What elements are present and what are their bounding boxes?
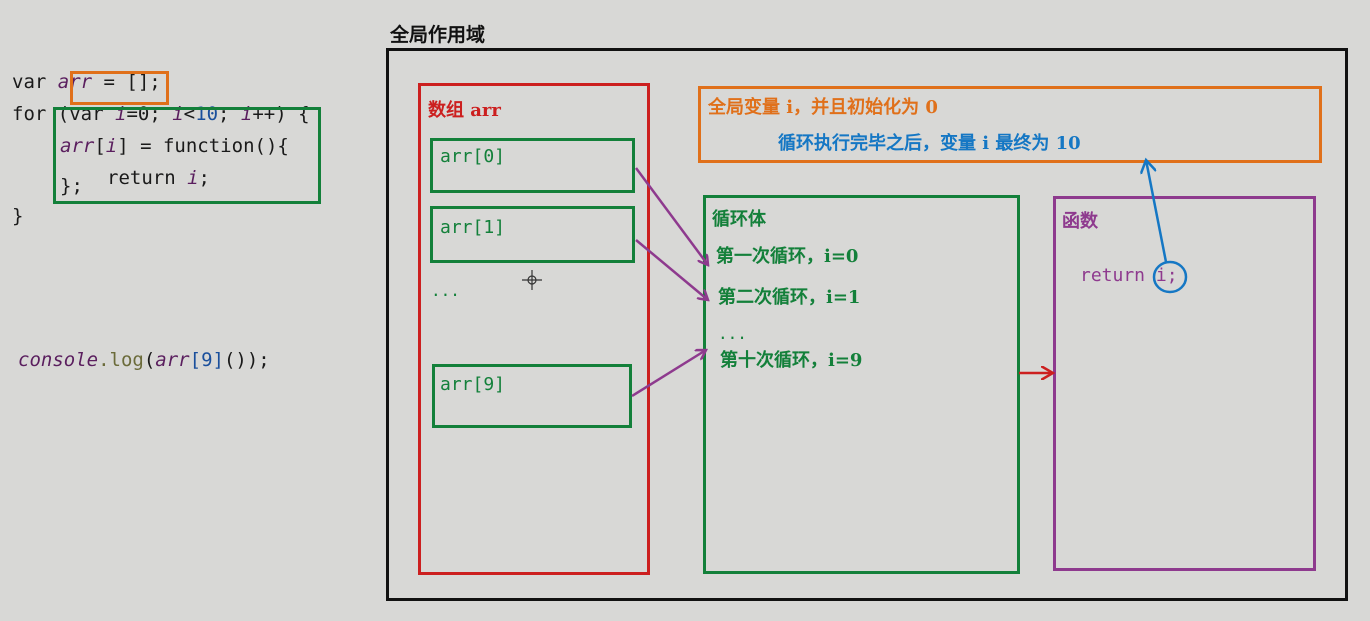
code-line-4: return i; — [107, 142, 210, 190]
keyword-for: for — [12, 103, 58, 125]
loop-item-0: 第一次循环，i=0 — [716, 246, 859, 267]
function-box — [1053, 196, 1316, 571]
code-text: ; — [198, 167, 210, 189]
arrow-arr0-to-loop — [634, 167, 708, 265]
keyword-return: return — [107, 167, 188, 189]
loop-title: 循环体 — [712, 209, 766, 230]
scope-title: 全局作用域 — [390, 24, 486, 46]
identifier-console: console — [18, 349, 99, 371]
array-item-9-label: arr[9] — [440, 374, 506, 395]
identifier-arr: arr — [155, 349, 190, 371]
array-item-1-label: arr[1] — [440, 217, 506, 238]
global-scope-box — [386, 48, 1348, 601]
identifier-i: i — [105, 135, 118, 157]
array-item-9 — [432, 364, 632, 428]
loop-item-9: 第十次循环，i=9 — [720, 350, 863, 371]
identifier-i: i — [114, 103, 127, 125]
cursor-crosshair-icon — [522, 270, 542, 290]
loop-ellipsis: ... — [718, 324, 747, 343]
code-text: ()); — [223, 349, 270, 371]
arrow-i-to-global — [1146, 160, 1168, 263]
code-line-6: } — [12, 205, 24, 227]
identifier-arr: arr — [60, 135, 95, 157]
array-title: 数组 arr — [428, 100, 501, 121]
keyword-var: var — [12, 71, 58, 93]
code-line-5: }; — [60, 175, 83, 197]
arrow-arr9-to-loop — [631, 350, 706, 398]
global-variable-line-1: 全局变量 i，并且初始化为 0 — [708, 97, 938, 118]
function-return-text: return i; — [1080, 265, 1178, 286]
array-item-0-label: arr[0] — [440, 146, 506, 167]
identifier-arr: arr — [57, 71, 93, 93]
code-text: ( — [57, 103, 70, 125]
identifier-i: i — [187, 167, 199, 189]
code-text: ] = function(){ — [117, 135, 289, 157]
code-line-3: arr[i] = function(){ — [60, 110, 289, 158]
array-item-1 — [430, 206, 635, 263]
return-i-circle — [1152, 260, 1188, 294]
method-log: .log — [98, 349, 144, 371]
global-variable-box — [698, 86, 1322, 163]
loop-item-1: 第二次循环，i=1 — [718, 287, 861, 308]
loop-body-box — [703, 195, 1020, 574]
array-box — [418, 83, 650, 575]
code-text: = []; — [92, 71, 161, 93]
array-item-0 — [430, 138, 635, 193]
function-title: 函数 — [1062, 211, 1098, 232]
code-text: [ — [94, 135, 106, 157]
code-text: ; — [149, 103, 173, 125]
var-i-highlight-box — [70, 71, 169, 105]
function-highlight-box — [53, 107, 321, 204]
code-text: ( — [143, 349, 156, 371]
identifier-i: i — [240, 103, 253, 125]
global-variable-line-2: 循环执行完毕之后，变量 i 最终为 10 — [778, 133, 1081, 154]
index-literal: [9] — [189, 349, 224, 371]
array-ellipsis: ... — [431, 281, 460, 300]
code-line-1: var arr = []; — [12, 46, 161, 94]
code-text: < — [183, 103, 196, 125]
arrow-arr1-to-loop — [635, 239, 708, 300]
identifier-i: i — [172, 103, 184, 125]
console-line: console.log(arr[9]()); — [18, 324, 270, 372]
code-text: ; — [218, 103, 241, 125]
